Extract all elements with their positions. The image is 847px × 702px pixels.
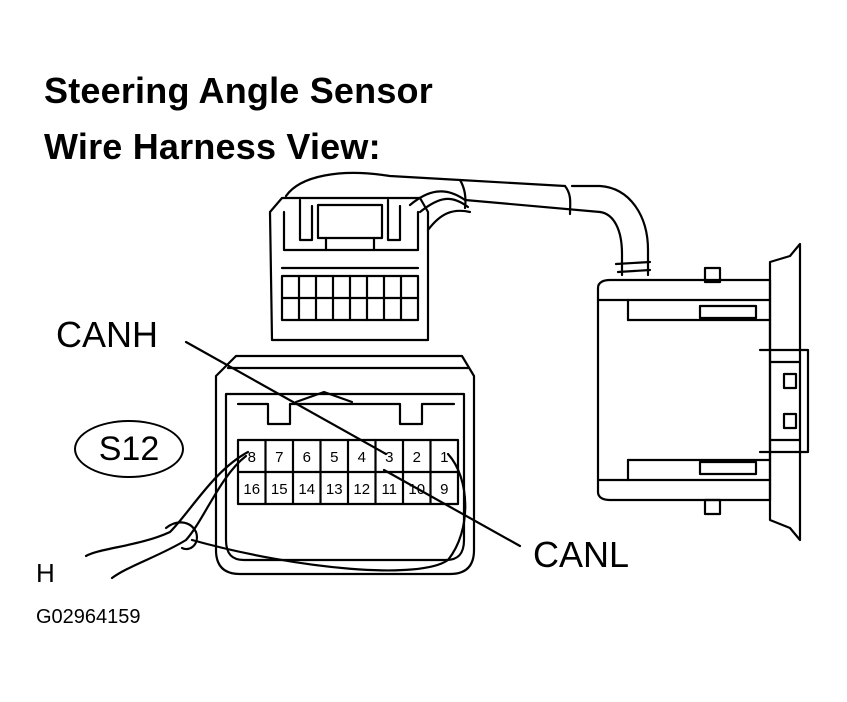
pin-label: 5 xyxy=(330,449,338,466)
pin-label: 7 xyxy=(275,449,283,466)
pin-label: 14 xyxy=(298,481,315,498)
harness-side-mark: H xyxy=(36,558,55,588)
canl-leader-line xyxy=(382,468,522,548)
pin-label: 11 xyxy=(381,481,397,498)
connector-code-badge: S12 xyxy=(74,420,184,478)
harness-cable xyxy=(284,171,652,277)
pin-label: 9 xyxy=(440,481,448,498)
canh-label: CANH xyxy=(56,314,159,355)
diagram-title-line1: Steering Angle Sensor xyxy=(44,70,433,111)
pin-label: 10 xyxy=(408,481,425,498)
connector-wires xyxy=(84,450,467,580)
pin-label: 15 xyxy=(271,481,288,498)
pin-label: 4 xyxy=(358,449,366,466)
pin-label: 1 xyxy=(440,449,448,466)
upper-connector-housing xyxy=(268,196,430,342)
pin-labels: 8 7 6 5 4 3 2 1 16 15 14 13 12 11 10 9 xyxy=(243,449,448,498)
canh-leader-line xyxy=(184,340,388,456)
pin-label: 8 xyxy=(248,449,256,466)
pin-label: 3 xyxy=(385,449,393,466)
pin-label: 13 xyxy=(326,481,343,498)
pin-label: 16 xyxy=(243,481,260,498)
canl-label: CANL xyxy=(533,534,630,575)
side-connector-housing xyxy=(596,242,810,542)
figure-id: G02964159 xyxy=(36,606,141,628)
pin-label: 12 xyxy=(353,481,370,498)
pin-label: 2 xyxy=(413,449,421,466)
pin-label: 6 xyxy=(303,449,311,466)
diagram-title-line2: Wire Harness View: xyxy=(44,126,381,167)
